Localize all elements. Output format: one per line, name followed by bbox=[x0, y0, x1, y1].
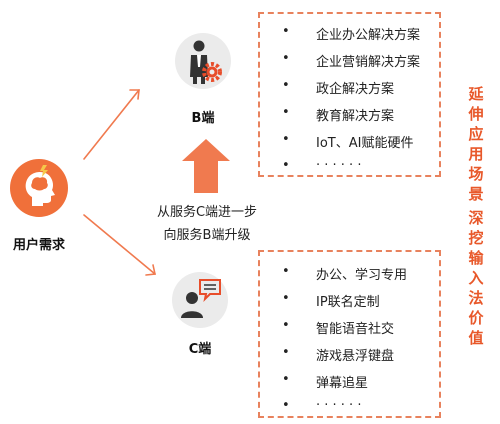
arrow-user-to-b bbox=[83, 89, 140, 160]
businessman-gear-icon bbox=[190, 40, 222, 84]
arrow-user-to-c bbox=[83, 214, 156, 275]
arrow-user-to-c-head bbox=[145, 264, 156, 276]
side-text-char: 深 bbox=[468, 209, 484, 227]
c-end-icon-circle bbox=[172, 272, 228, 328]
side-text-char: 延 bbox=[468, 85, 484, 103]
upgrade-arrow-icon bbox=[182, 139, 230, 193]
side-text-deepen-value: 深挖输入法价值 bbox=[466, 208, 486, 348]
side-text-char: 价 bbox=[468, 309, 484, 327]
b-end-icon-circle bbox=[175, 33, 231, 89]
side-text-extend-scenarios: 延伸应用场景 bbox=[466, 84, 486, 204]
brain-head-icon bbox=[10, 159, 68, 217]
side-text-char: 景 bbox=[468, 185, 484, 203]
side-text-char: 输 bbox=[468, 249, 484, 267]
side-text-char: 入 bbox=[468, 269, 484, 287]
side-text-char: 值 bbox=[468, 329, 484, 347]
person-speech-bubble-icon bbox=[181, 279, 221, 318]
b-solutions-box: •企业办公解决方案 •企业营销解决方案 •政企解决方案 •教育解决方案 •IoT… bbox=[258, 12, 441, 177]
side-text-char: 用 bbox=[468, 145, 484, 163]
user-need-label: 用户需求 bbox=[12, 238, 65, 253]
c-end-label: C端 bbox=[188, 342, 212, 357]
side-text-char: 伸 bbox=[468, 105, 484, 123]
side-text-char: 应 bbox=[468, 125, 484, 143]
arrow-user-to-b-head bbox=[129, 89, 140, 100]
upgrade-caption-line-1: 从服务C端进一步 bbox=[156, 205, 258, 220]
side-text-char: 场 bbox=[468, 165, 484, 183]
upgrade-caption-line-2: 向服务B端升级 bbox=[163, 228, 251, 243]
b-end-label: B端 bbox=[191, 111, 215, 126]
side-text-char: 法 bbox=[468, 289, 484, 307]
user-need-node bbox=[10, 159, 68, 217]
c-scenarios-box: •办公、学习专用 •IP联名定制 •智能语音社交 •游戏悬浮键盘 •弹幕追星 •… bbox=[258, 250, 441, 418]
side-text-char: 挖 bbox=[468, 229, 484, 247]
